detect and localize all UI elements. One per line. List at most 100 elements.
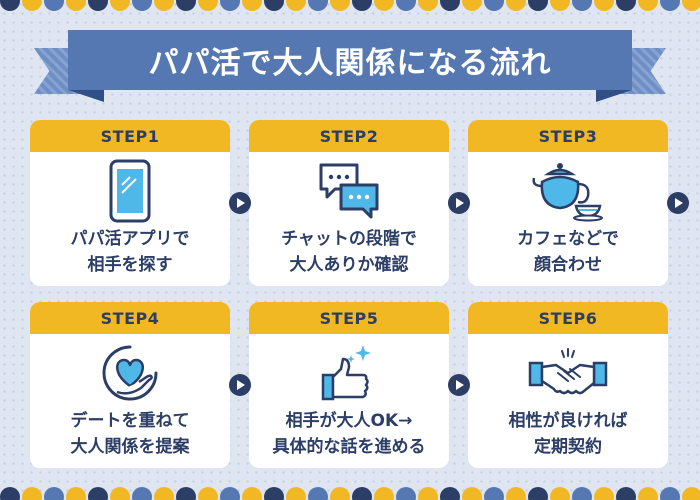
step-card-1: STEP1 パパ活アプリで 相手を探す [30,120,230,286]
step-line-2: 顔合わせ [534,255,602,275]
step-card-2: STEP2 チャットの段階で 大人ありか確認 [249,120,449,286]
border-dot [396,487,416,500]
step-description: パパ活アプリで 相手を探す [30,226,230,278]
border-dot [176,0,196,11]
border-dot [66,0,86,11]
border-dot [484,487,504,500]
step-line-1: デートを重ねて [70,411,190,431]
border-dot [132,0,152,11]
border-dot [0,487,20,500]
border-dot [506,487,526,500]
step-header: STEP3 [468,120,668,152]
border-dot [462,0,482,11]
step-line-2: 具体的な話を進める [272,437,426,457]
next-arrow-icon [229,374,251,396]
next-arrow-icon [667,192,689,214]
step-line-1: 相手が大人OK→ [285,411,413,431]
step-label: STEP4 [100,308,160,328]
chat-bubbles-icon [249,158,449,224]
next-arrow-icon [229,192,251,214]
border-dot [44,0,64,11]
border-dot [242,0,262,11]
page-title: パパ活で大人関係になる流れ [148,46,552,81]
border-dot [550,0,570,11]
step-header: STEP4 [30,302,230,334]
border-dot [242,487,262,500]
ribbon-fold-right [596,90,632,102]
border-dot [506,0,526,11]
step-card-5: STEP5 相手が大人OK→ 具体的な話を進める [249,302,449,468]
border-dot [374,0,394,11]
next-arrow-icon [448,192,470,214]
step-description: 相性が良ければ 定期契約 [468,408,668,460]
step-header: STEP5 [249,302,449,334]
step-card-3: STEP3 カフェなどで 顔合わせ [468,120,668,286]
border-dot [440,487,460,500]
border-dot [440,0,460,11]
border-dot [88,487,108,500]
border-dot [308,487,328,500]
step-card-4: STEP4 デートを重ねて 大人関係を提案 [30,302,230,468]
border-dot [286,487,306,500]
border-dot [638,0,658,11]
border-dot [220,0,240,11]
title-banner: パパ活で大人関係になる流れ [0,26,700,102]
step-label: STEP5 [319,308,379,328]
step-label: STEP1 [100,126,160,146]
border-dot [594,487,614,500]
step-line-2: 大人関係を提案 [70,437,190,457]
border-dot [352,487,372,500]
handshake-icon [468,340,668,406]
ribbon-fold-left [68,90,104,102]
border-dot [22,487,42,500]
border-dot [352,0,372,11]
border-dot [638,487,658,500]
border-dot [616,0,636,11]
step-label: STEP2 [319,126,379,146]
step-line-1: カフェなどで [517,229,619,249]
step-label: STEP3 [538,126,598,146]
border-dot [418,487,438,500]
teapot-icon [468,158,668,224]
smartphone-icon [30,158,230,224]
border-dot [660,0,680,11]
step-line-1: 相性が良ければ [508,411,628,431]
next-arrow-icon [448,374,470,396]
border-dot [308,0,328,11]
border-dot [572,487,592,500]
border-dot [682,487,700,500]
border-dot [154,487,174,500]
border-dot [374,487,394,500]
border-dot [528,487,548,500]
border-dot [616,487,636,500]
border-dot [462,487,482,500]
step-description: カフェなどで 顔合わせ [468,226,668,278]
bottom-dot-border [0,487,700,500]
step-line-1: パパ活アプリで [70,229,190,249]
step-card-6: STEP6 相性が良ければ 定期契約 [468,302,668,468]
step-header: STEP1 [30,120,230,152]
border-dot [132,487,152,500]
border-dot [44,487,64,500]
border-dot [22,0,42,11]
top-dot-border [0,0,700,13]
step-line-1: チャットの段階で [281,229,417,249]
border-dot [88,0,108,11]
border-dot [264,0,284,11]
step-header: STEP2 [249,120,449,152]
step-line-2: 相手を探す [87,255,173,275]
border-dot [220,487,240,500]
border-dot [330,0,350,11]
step-label: STEP6 [538,308,598,328]
border-dot [0,0,20,11]
border-dot [484,0,504,11]
border-dot [396,0,416,11]
border-dot [110,487,130,500]
step-description: 相手が大人OK→ 具体的な話を進める [249,408,449,460]
step-description: チャットの段階で 大人ありか確認 [249,226,449,278]
step-line-2: 大人ありか確認 [289,255,409,275]
banner-body: パパ活で大人関係になる流れ [68,30,632,90]
border-dot [154,0,174,11]
border-dot [418,0,438,11]
border-dot [572,0,592,11]
